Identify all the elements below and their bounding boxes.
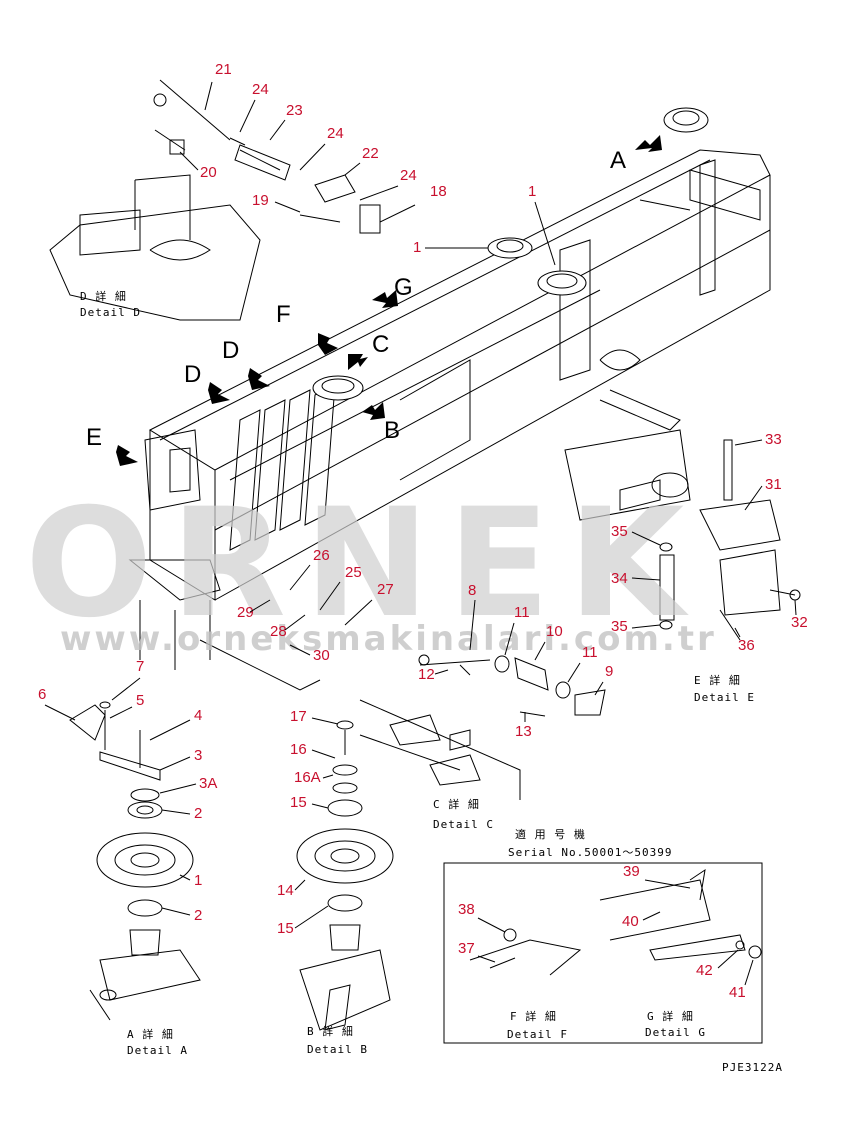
arrow-label: F bbox=[276, 301, 291, 328]
part-number: 31 bbox=[765, 476, 782, 493]
arrow-label: B bbox=[384, 417, 400, 444]
boom-drawing bbox=[128, 107, 771, 691]
watermark: ORNEK www.orneksmakinalari.com.tr bbox=[25, 477, 717, 659]
part-number: 42 bbox=[696, 962, 713, 979]
detail-a-caption-en: Detail A bbox=[127, 1044, 188, 1057]
part-number: 2 bbox=[194, 805, 202, 822]
arrow-letters: A B C D D E F G bbox=[86, 147, 626, 451]
detail-b-drawing bbox=[296, 720, 394, 1031]
detail-a-caption-jp: A 詳 細 bbox=[127, 1027, 174, 1041]
serial-note-jp: 適 用 号 機 bbox=[515, 827, 586, 841]
detail-a-drawing bbox=[69, 701, 201, 1021]
detail-b-caption-en: Detail B bbox=[307, 1043, 368, 1056]
view-arrows bbox=[116, 135, 662, 466]
arrow-label: D bbox=[184, 361, 201, 388]
part-number: 11 bbox=[514, 604, 530, 621]
part-numbers: 21 24 23 24 22 24 18 19 20 1 1 26 25 27 … bbox=[38, 61, 808, 1001]
part-number: 15 bbox=[290, 794, 307, 811]
detail-f-caption-jp: F 詳 細 bbox=[510, 1009, 557, 1023]
part-number: 16 bbox=[290, 741, 307, 758]
detail-e-caption-en: Detail E bbox=[694, 691, 755, 704]
part-number: 24 bbox=[252, 81, 269, 98]
serial-note-en: Serial No.50001～50399 bbox=[508, 846, 672, 859]
part-number: 28 bbox=[270, 623, 287, 640]
part-number: 29 bbox=[237, 604, 254, 621]
arrow-label: C bbox=[372, 331, 389, 358]
arrow-label: D bbox=[222, 337, 239, 364]
part-number: 36 bbox=[738, 637, 755, 654]
part-number: 24 bbox=[327, 125, 344, 142]
part-number: 8 bbox=[468, 582, 476, 599]
part-number: 1 bbox=[194, 872, 202, 889]
part-number: 23 bbox=[286, 102, 303, 119]
arrow-label: A bbox=[610, 147, 626, 174]
detail-d-drawing bbox=[49, 79, 381, 321]
detail-g-caption-jp: G 詳 細 bbox=[647, 1009, 694, 1023]
part-number: 14 bbox=[277, 882, 294, 899]
part-number: 20 bbox=[200, 164, 217, 181]
part-number: 35 bbox=[611, 523, 628, 540]
arrow-label: G bbox=[394, 274, 413, 301]
detail-captions: D 詳 細 Detail D A 詳 細 Detail A B 詳 細 Deta… bbox=[80, 289, 783, 1074]
part-number: 3 bbox=[194, 747, 202, 764]
part-number: 18 bbox=[430, 183, 447, 200]
detail-c-drawing bbox=[359, 654, 606, 800]
detail-fg-box bbox=[443, 862, 763, 1044]
watermark-brand: ORNEK bbox=[25, 477, 702, 651]
drawing-code: PJE3122A bbox=[722, 1061, 783, 1074]
part-number: 7 bbox=[136, 658, 144, 675]
part-number: 2 bbox=[194, 907, 202, 924]
detail-c-caption-jp: C 詳 細 bbox=[433, 797, 480, 811]
part-number: 35 bbox=[611, 618, 628, 635]
part-number: 4 bbox=[194, 707, 202, 724]
part-number: 17 bbox=[290, 708, 307, 725]
part-number: 34 bbox=[611, 570, 628, 587]
part-number: 41 bbox=[729, 984, 746, 1001]
watermark-url: www.orneksmakinalari.com.tr bbox=[60, 619, 717, 659]
part-number: 1 bbox=[528, 183, 536, 200]
part-number: 12 bbox=[418, 666, 435, 683]
detail-c-caption-en: Detail C bbox=[433, 818, 494, 831]
detail-e-drawing bbox=[659, 439, 801, 641]
part-number: 21 bbox=[215, 61, 232, 78]
part-number: 11 bbox=[582, 644, 598, 661]
part-number: 32 bbox=[791, 614, 808, 631]
part-number: 9 bbox=[605, 663, 613, 680]
arrow-label: E bbox=[86, 424, 102, 451]
part-number: 33 bbox=[765, 431, 782, 448]
part-number: 5 bbox=[136, 692, 144, 709]
part-number: 26 bbox=[313, 547, 330, 564]
detail-g-caption-en: Detail G bbox=[645, 1026, 706, 1039]
part-number: 40 bbox=[622, 913, 639, 930]
part-number: 15 bbox=[277, 920, 294, 937]
part-number: 37 bbox=[458, 940, 475, 957]
part-number: 1 bbox=[413, 239, 421, 256]
detail-f-caption-en: Detail F bbox=[507, 1028, 568, 1041]
detail-d-caption-jp: D 詳 細 bbox=[80, 289, 127, 303]
part-number: 38 bbox=[458, 901, 475, 918]
part-number: 16A bbox=[294, 769, 321, 786]
part-number: 30 bbox=[313, 647, 330, 664]
part-number: 24 bbox=[400, 167, 417, 184]
part-number: 25 bbox=[345, 564, 362, 581]
part-number: 6 bbox=[38, 686, 46, 703]
part-number: 10 bbox=[546, 623, 563, 640]
part-number: 27 bbox=[377, 581, 394, 598]
detail-b-caption-jp: B 詳 細 bbox=[307, 1024, 354, 1038]
part-number: 22 bbox=[362, 145, 379, 162]
part-number: 19 bbox=[252, 192, 269, 209]
detail-e-caption-jp: E 詳 細 bbox=[694, 673, 741, 687]
part-number: 39 bbox=[623, 863, 640, 880]
part-number: 3A bbox=[199, 775, 217, 792]
part-number: 13 bbox=[515, 723, 532, 740]
detail-d-caption-en: Detail D bbox=[80, 306, 141, 319]
